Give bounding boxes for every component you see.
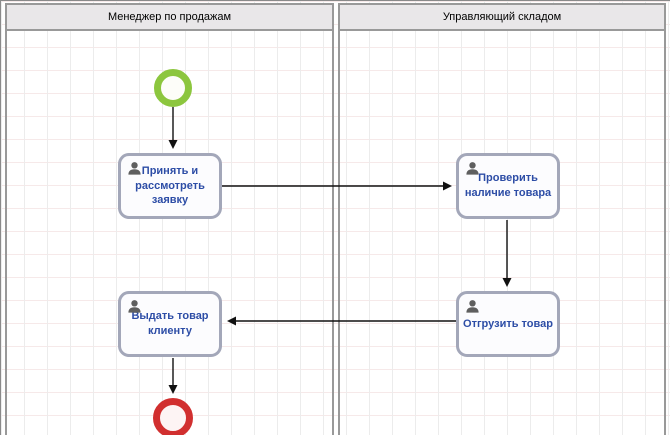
lane-label: Управляющий складом: [442, 11, 562, 23]
lane-sales-manager[interactable]: Менеджер по продажам: [5, 3, 334, 435]
task-check-stock[interactable]: Проверить наличие товара: [456, 153, 560, 219]
person-icon: [465, 161, 480, 176]
lane-header-warehouse-manager[interactable]: Управляющий складом: [338, 3, 666, 31]
lane-warehouse-manager[interactable]: Управляющий складом: [338, 3, 666, 435]
task-accept-review-request[interactable]: Принять и рассмотреть заявку: [118, 153, 222, 219]
end-event[interactable]: [153, 398, 193, 435]
start-event[interactable]: [154, 69, 192, 107]
person-icon: [465, 299, 480, 314]
task-give-goods-to-client[interactable]: Выдать товар клиенту: [118, 291, 222, 357]
task-label: Принять и рассмотреть заявку: [135, 164, 205, 207]
task-label: Отгрузить товар: [463, 317, 553, 330]
task-label: Выдать товар клиенту: [131, 310, 209, 337]
lane-header-sales-manager[interactable]: Менеджер по продажам: [5, 3, 334, 31]
task-label: Проверить наличие товара: [464, 172, 552, 199]
person-icon: [127, 161, 142, 176]
lane-label: Менеджер по продажам: [107, 11, 232, 23]
task-ship-goods[interactable]: Отгрузить товар: [456, 291, 560, 357]
person-icon: [127, 299, 142, 314]
